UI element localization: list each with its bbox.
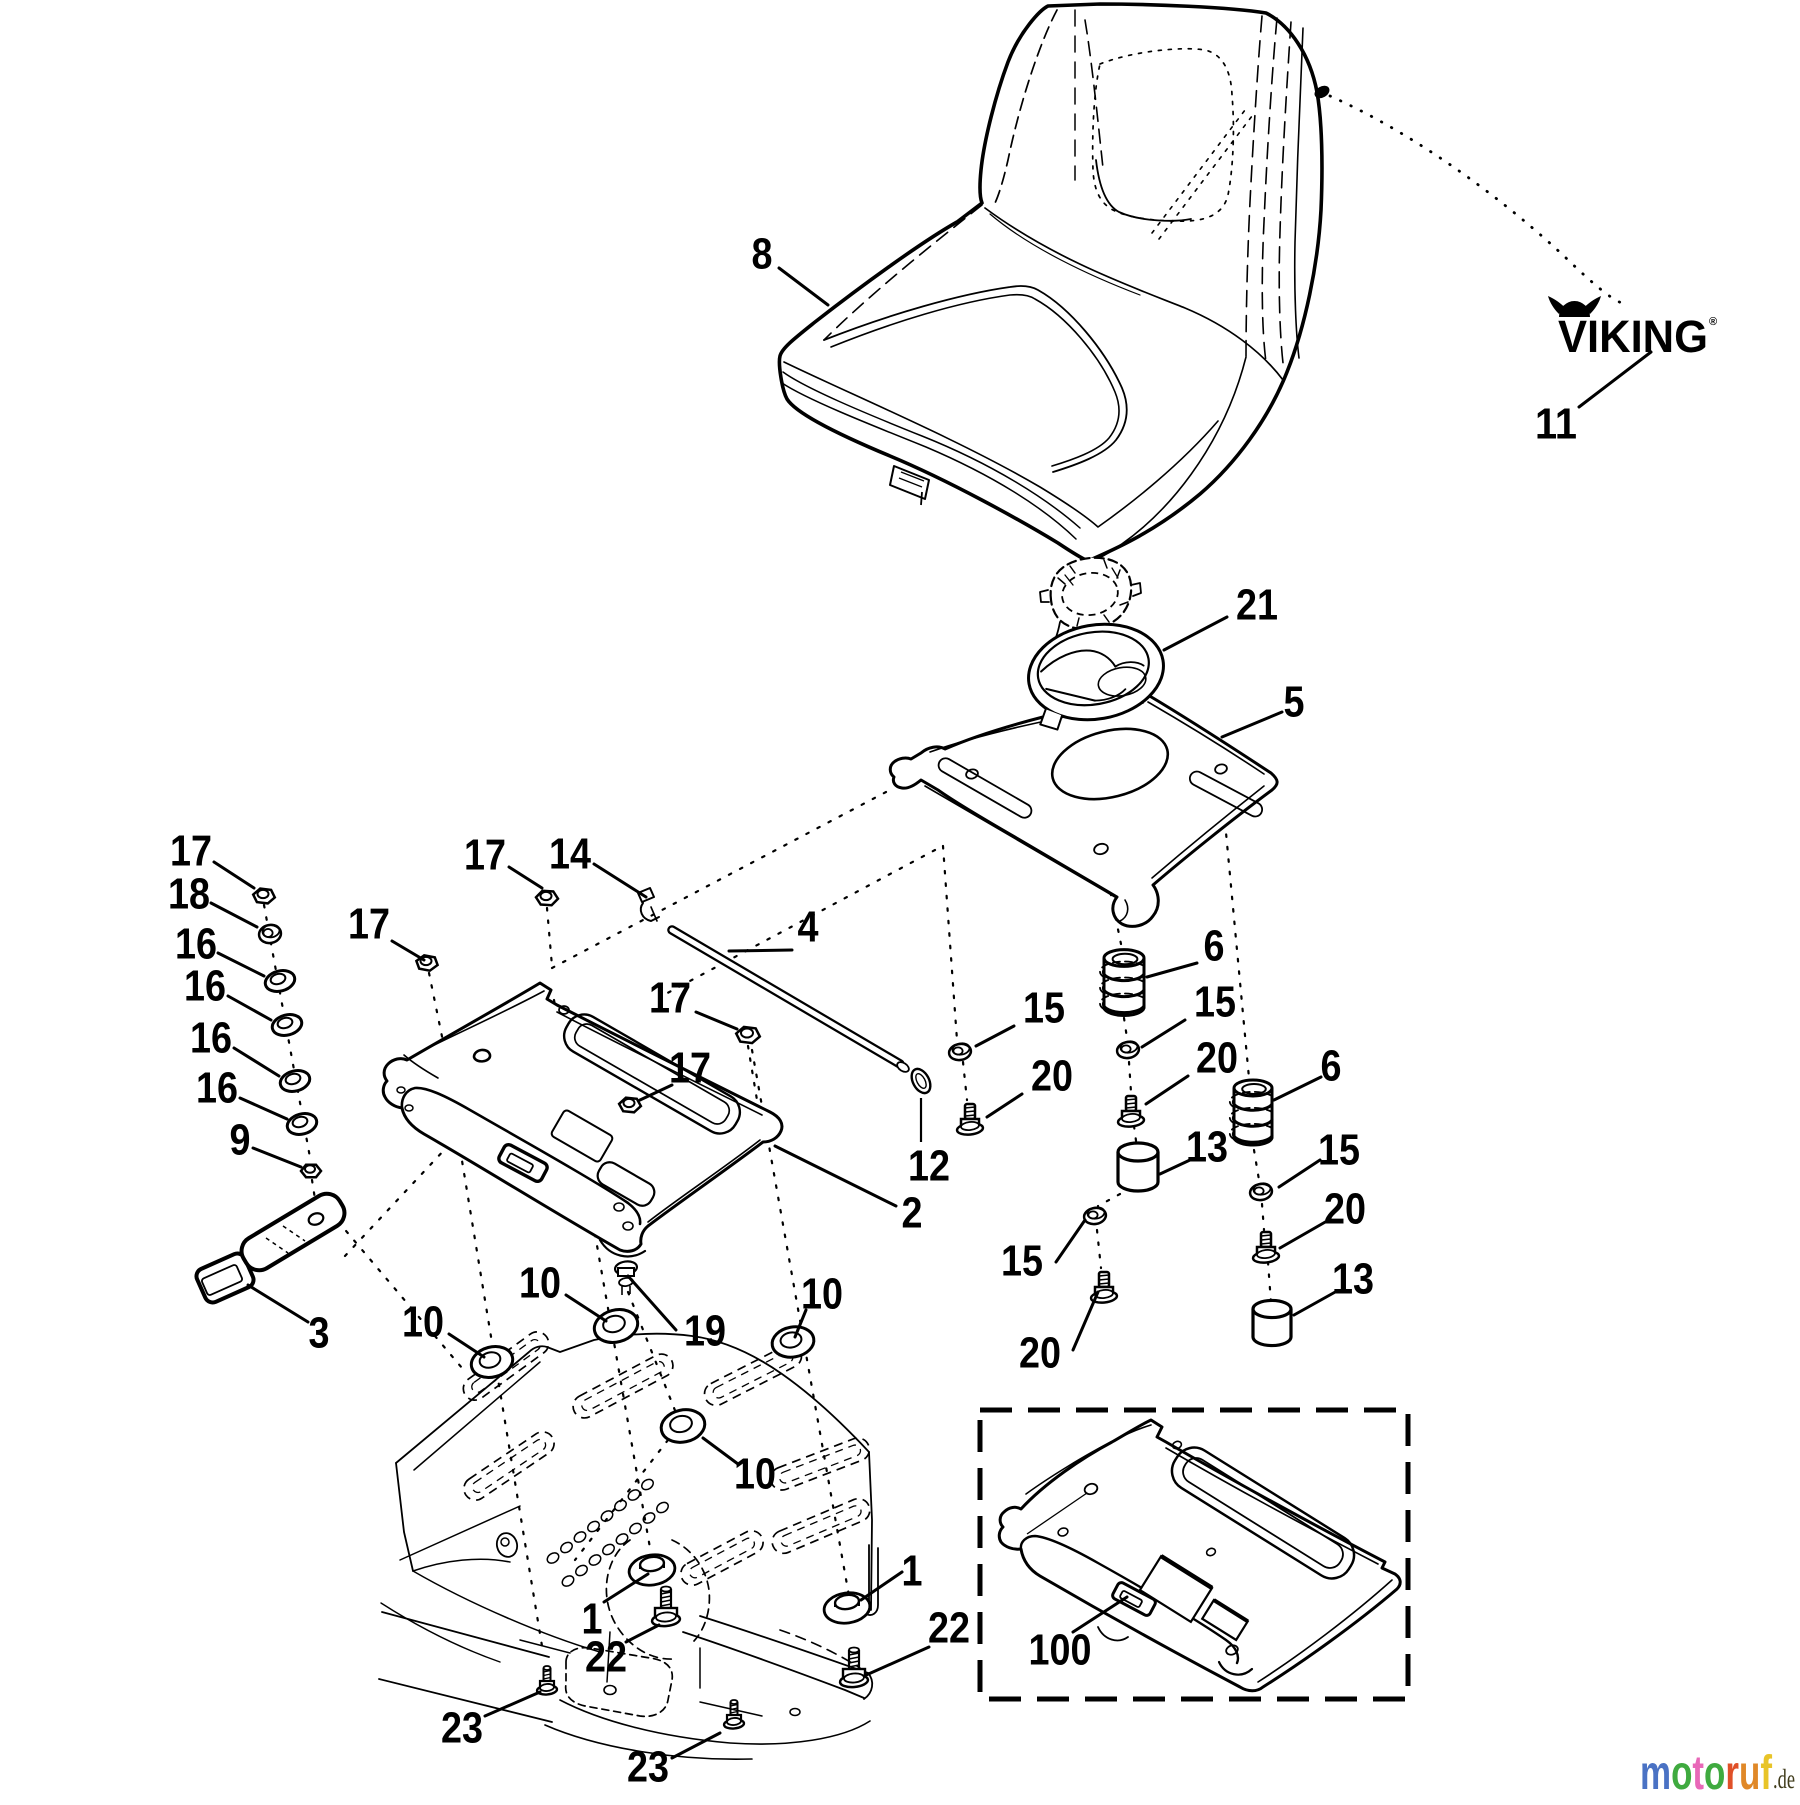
svg-text:6: 6	[1204, 922, 1225, 971]
svg-text:20: 20	[1031, 1052, 1073, 1101]
svg-text:16: 16	[196, 1064, 238, 1113]
svg-text:16: 16	[175, 920, 217, 969]
svg-text:2: 2	[902, 1189, 923, 1238]
svg-text:23: 23	[627, 1743, 669, 1792]
svg-text:17: 17	[170, 827, 212, 876]
svg-text:9: 9	[230, 1116, 251, 1165]
svg-text:20: 20	[1324, 1185, 1366, 1234]
svg-text:1: 1	[582, 1595, 603, 1644]
svg-text:22: 22	[585, 1633, 627, 1682]
svg-text:12: 12	[908, 1142, 950, 1191]
svg-text:16: 16	[184, 962, 226, 1011]
svg-text:11: 11	[1535, 400, 1577, 449]
svg-text:10: 10	[519, 1259, 561, 1308]
svg-text:1: 1	[902, 1547, 923, 1596]
svg-text:20: 20	[1019, 1329, 1061, 1378]
svg-text:14: 14	[549, 830, 591, 879]
svg-text:23: 23	[441, 1704, 483, 1753]
svg-text:21: 21	[1236, 581, 1278, 630]
svg-text:100: 100	[1029, 1626, 1092, 1675]
svg-text:15: 15	[1001, 1237, 1043, 1286]
svg-text:16: 16	[190, 1014, 232, 1063]
svg-text:3: 3	[309, 1309, 330, 1358]
svg-text:13: 13	[1186, 1123, 1228, 1172]
svg-text:VIKING: VIKING	[1558, 311, 1708, 362]
svg-text:15: 15	[1023, 984, 1065, 1033]
svg-text:.de: .de	[1773, 1764, 1795, 1794]
svg-text:motoruf: motoruf	[1640, 1747, 1773, 1800]
svg-text:17: 17	[348, 900, 390, 949]
svg-text:8: 8	[752, 230, 773, 279]
svg-text:10: 10	[801, 1270, 843, 1319]
svg-text:15: 15	[1194, 978, 1236, 1027]
svg-text:10: 10	[402, 1298, 444, 1347]
svg-text:17: 17	[669, 1044, 711, 1093]
svg-text:6: 6	[1321, 1042, 1342, 1091]
svg-text:4: 4	[798, 903, 819, 952]
svg-text:22: 22	[928, 1604, 970, 1653]
svg-text:18: 18	[168, 870, 210, 919]
svg-text:20: 20	[1196, 1034, 1238, 1083]
svg-text:17: 17	[464, 831, 506, 880]
svg-text:10: 10	[734, 1450, 776, 1499]
svg-text:15: 15	[1318, 1126, 1360, 1175]
svg-text:5: 5	[1284, 678, 1305, 727]
svg-text:13: 13	[1332, 1255, 1374, 1304]
svg-text:®: ®	[1709, 316, 1717, 328]
svg-text:19: 19	[684, 1307, 726, 1356]
svg-text:17: 17	[649, 974, 691, 1023]
